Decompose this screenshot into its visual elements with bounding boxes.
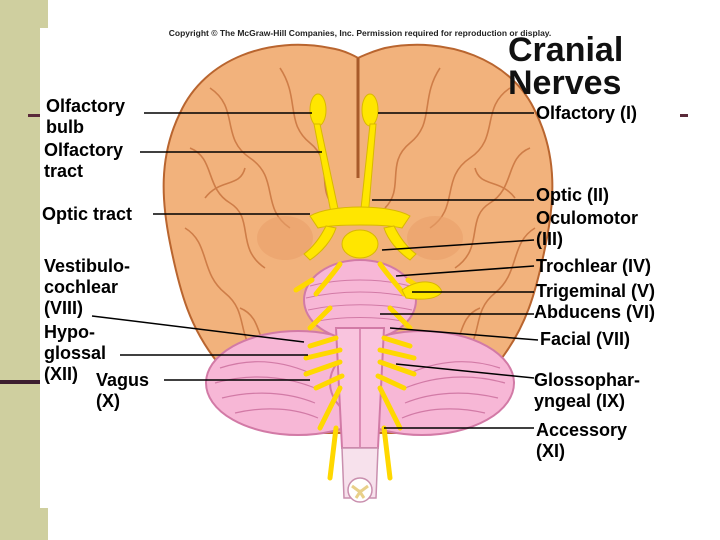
label-hypoglossal: Hypo- glossal (XII) xyxy=(44,322,107,384)
cerebellum-folia xyxy=(214,361,506,419)
optic-chiasm xyxy=(303,206,417,261)
label-accessory-xi: Accessory (XI) xyxy=(536,420,628,461)
label-oculomotor-iii: Oculomotor (III) xyxy=(536,208,638,249)
temporal-lobe-left xyxy=(257,216,313,260)
label-glossopharyngeal-ix: Glossophar- yngeal (IX) xyxy=(534,370,641,411)
temporal-lobe-right xyxy=(407,216,463,260)
copyright-notice: Copyright © The McGraw-Hill Companies, I… xyxy=(168,28,552,38)
label-olfactory-i: Olfactory (I) xyxy=(536,103,638,123)
label-optic-tract: Optic tract xyxy=(42,204,133,224)
label-vestibulocochlear: Vestibulo- cochlear (VIII) xyxy=(44,256,131,318)
label-olfactory-tract: Olfactory tract xyxy=(44,140,124,181)
label-optic-ii: Optic (II) xyxy=(536,185,609,205)
cranial-nerve-roots xyxy=(293,261,427,481)
label-trochlear-iv: Trochlear (IV) xyxy=(536,256,652,276)
label-abducens-vi: Abducens (VI) xyxy=(534,302,656,322)
cranial-nerves-figure: Copyright © The McGraw-Hill Companies, I… xyxy=(40,28,680,508)
diagram-title: Cranial Nerves xyxy=(508,31,624,102)
label-facial-vii: Facial (VII) xyxy=(540,329,631,349)
olfactory-nerves xyxy=(309,93,379,219)
brain-illustration xyxy=(91,43,554,503)
slide-rule-left xyxy=(0,380,48,384)
gray-matter xyxy=(351,484,369,499)
leader-lines xyxy=(91,112,539,429)
label-trigeminal-v: Trigeminal (V) xyxy=(536,281,656,301)
label-vagus: Vagus (X) xyxy=(96,370,150,411)
label-olfactory-bulb: Olfactory bulb xyxy=(46,96,126,137)
